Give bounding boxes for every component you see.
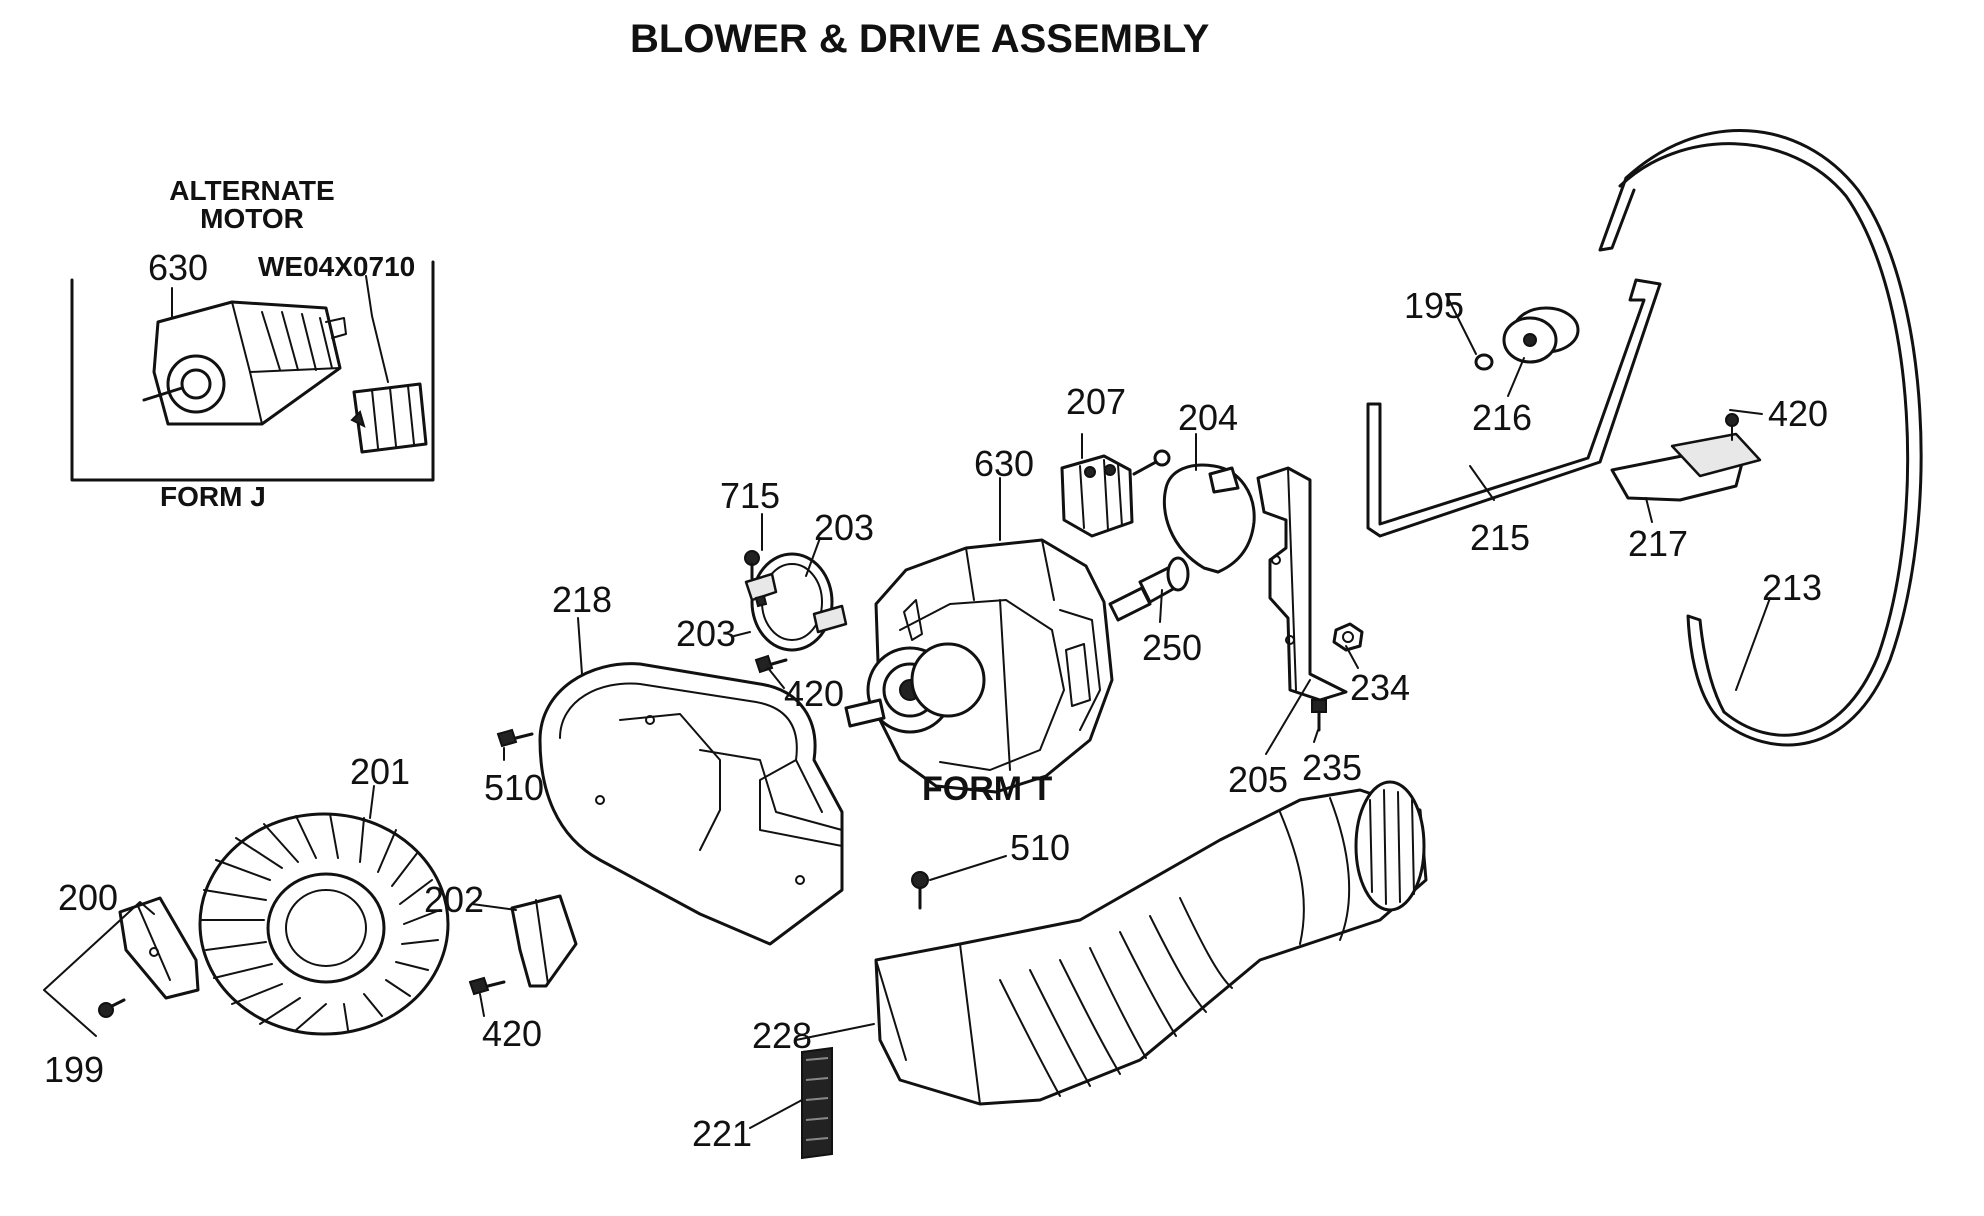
callout-228: 228 bbox=[752, 1015, 812, 1056]
motor-switch bbox=[1060, 449, 1171, 538]
blower-housing bbox=[538, 662, 844, 946]
callout-630: 630 bbox=[974, 443, 1034, 484]
screw-420-lower bbox=[468, 976, 506, 996]
callout-200: 200 bbox=[58, 877, 118, 918]
idler-pulley bbox=[1502, 306, 1580, 364]
bracket-199-200-leader bbox=[43, 901, 155, 1037]
drum-belt bbox=[1598, 129, 1923, 747]
callout-labels: 195 216 420 215 217 213 207 204 630 250 … bbox=[44, 285, 1828, 1154]
callout-510-left: 510 bbox=[484, 767, 544, 808]
callout-221: 221 bbox=[692, 1113, 752, 1154]
inset-heading-line2: MOTOR bbox=[200, 203, 304, 234]
screw-510-center bbox=[911, 871, 929, 910]
callout-218: 218 bbox=[552, 579, 612, 620]
callout-215: 215 bbox=[1470, 517, 1530, 558]
blower-clip bbox=[118, 896, 200, 1000]
callout-510-center: 510 bbox=[1010, 827, 1070, 868]
alternate-motor-inset: ALTERNATE MOTOR 630 WE04X0710 FORM J bbox=[70, 175, 435, 512]
alternate-switch-drawing bbox=[350, 382, 428, 454]
inset-heading-line1: ALTERNATE bbox=[169, 175, 334, 206]
idler-spring-plate bbox=[1610, 413, 1762, 502]
callout-207: 207 bbox=[1066, 381, 1126, 422]
callout-201: 201 bbox=[350, 751, 410, 792]
bracket-screw bbox=[1311, 699, 1327, 732]
callout-235: 235 bbox=[1302, 747, 1362, 788]
leader-lines bbox=[369, 293, 1771, 1129]
blower-wheel bbox=[198, 812, 450, 1036]
callout-216: 216 bbox=[1472, 397, 1532, 438]
diagram-title: BLOWER & DRIVE ASSEMBLY bbox=[630, 17, 1210, 61]
callout-204: 204 bbox=[1178, 397, 1238, 438]
blower-clip-screw bbox=[98, 998, 126, 1018]
callout-217: 217 bbox=[1628, 523, 1688, 564]
callout-213: 213 bbox=[1762, 567, 1822, 608]
idler-bracket bbox=[1366, 278, 1662, 538]
callout-205: 205 bbox=[1228, 759, 1288, 800]
inset-frame bbox=[70, 260, 435, 482]
callout-234: 234 bbox=[1350, 667, 1410, 708]
exhaust-duct bbox=[874, 780, 1428, 1106]
callout-715: 715 bbox=[720, 475, 780, 516]
inset-switch-callout: WE04X0710 bbox=[258, 251, 415, 282]
motor-mount-bracket bbox=[1256, 466, 1348, 702]
motor-clamp bbox=[744, 552, 848, 652]
drive-motor bbox=[844, 538, 1190, 794]
callout-420-motor: 420 bbox=[784, 673, 844, 714]
callout-203-lower: 203 bbox=[676, 613, 736, 654]
bracket-nut bbox=[1332, 622, 1364, 652]
clamp-screw-715 bbox=[744, 550, 760, 580]
inset-form-label: FORM J bbox=[160, 481, 266, 512]
small-bracket-202 bbox=[510, 894, 578, 988]
callout-199: 199 bbox=[44, 1049, 104, 1090]
clamp-screw-420 bbox=[754, 654, 788, 674]
callout-202: 202 bbox=[424, 879, 484, 920]
screw-510-left bbox=[496, 728, 534, 748]
callout-250: 250 bbox=[1142, 627, 1202, 668]
callout-195: 195 bbox=[1404, 285, 1464, 326]
lint-strip-221 bbox=[801, 1046, 833, 1160]
alternate-motor-drawing bbox=[142, 300, 347, 426]
callout-203-upper: 203 bbox=[814, 507, 874, 548]
motor-strap bbox=[1162, 463, 1256, 574]
idler-nut bbox=[1474, 353, 1494, 371]
inset-switch-leader bbox=[365, 275, 389, 383]
form-t-label: FORM T bbox=[922, 770, 1053, 808]
inset-motor-callout: 630 bbox=[148, 247, 208, 288]
callout-420-right: 420 bbox=[1768, 393, 1828, 434]
callout-420-lower: 420 bbox=[482, 1013, 542, 1054]
